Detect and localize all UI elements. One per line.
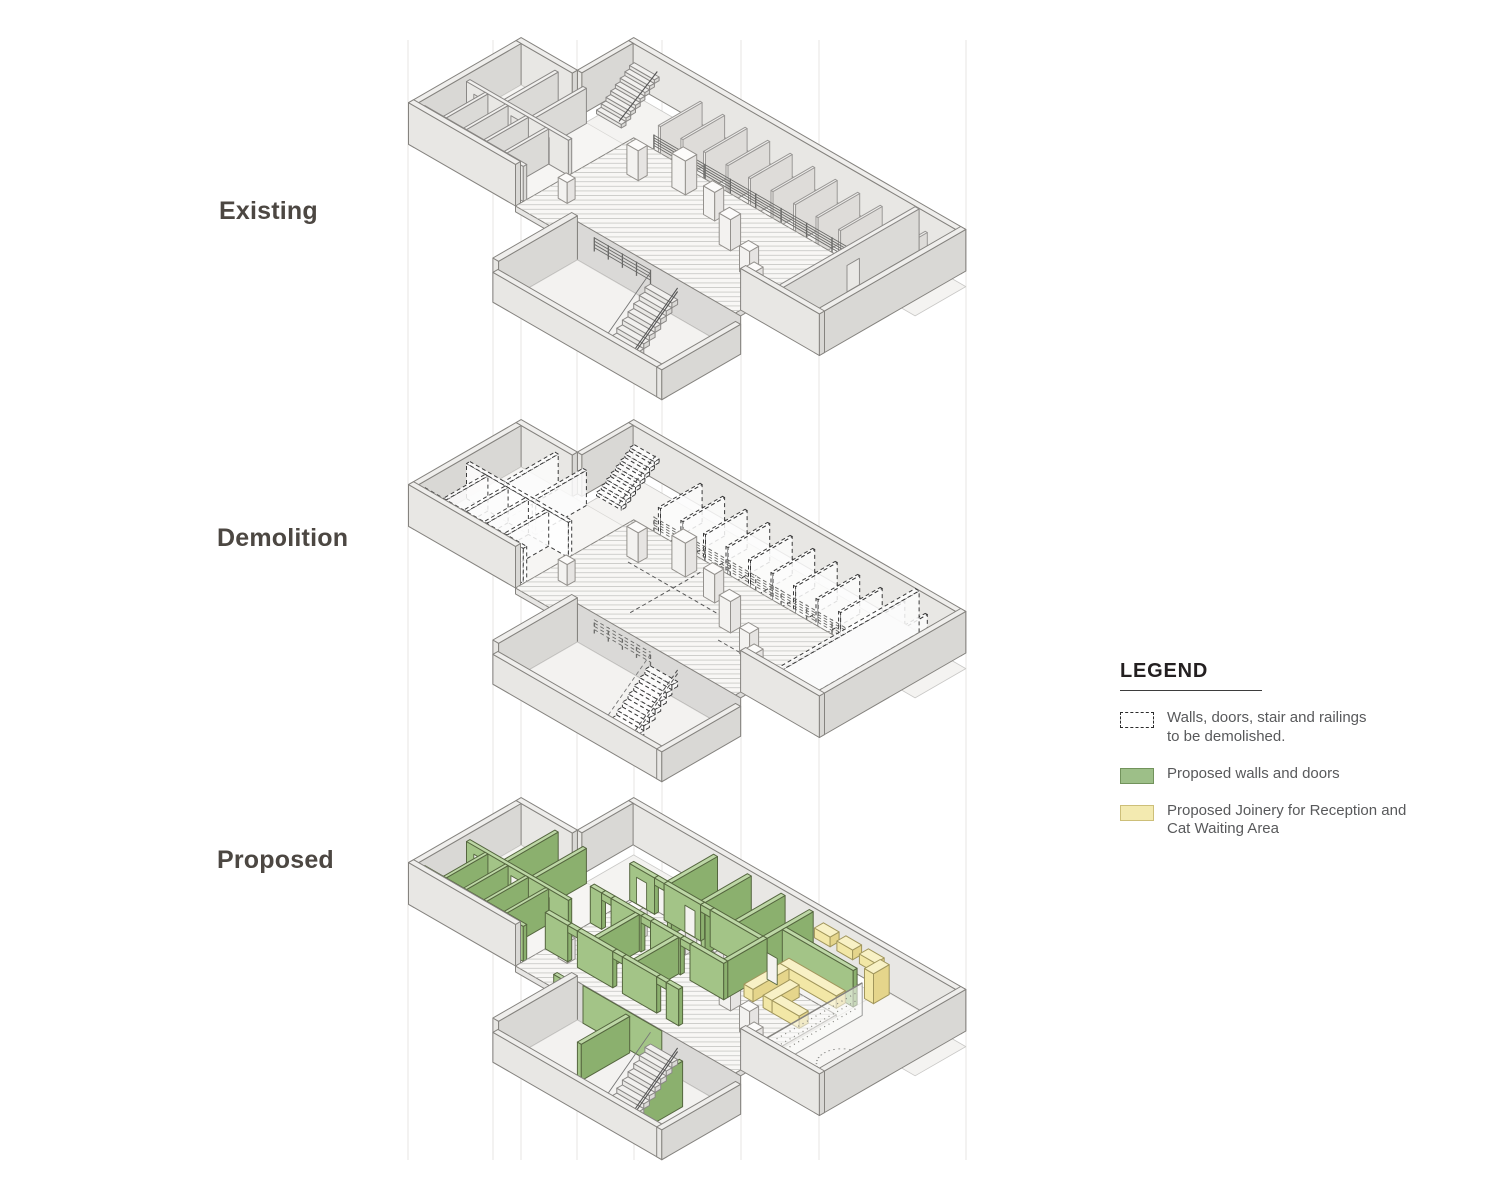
axon-existing bbox=[408, 37, 967, 401]
axon-demolition bbox=[408, 419, 967, 783]
legend-item-joinery-line1: Proposed Joinery for Reception and bbox=[1167, 801, 1407, 819]
legend-item-proposed-walls-line1: Proposed walls and doors bbox=[1167, 764, 1340, 782]
proposed-walls-swatch bbox=[1120, 767, 1154, 784]
legend-item-demolished-line1: Walls, doors, stair and railings bbox=[1167, 709, 1367, 726]
legend: LEGEND Walls, doors, stair and railings … bbox=[1120, 660, 1420, 839]
axon-proposed bbox=[408, 797, 967, 1161]
legend-item-demolished-line2: to be demolished. bbox=[1167, 727, 1286, 745]
legend-item-demolished: Walls, doors, stair and railings to be d… bbox=[1120, 709, 1420, 747]
legend-title-underline bbox=[1120, 690, 1262, 691]
demolished-dashed-swatch bbox=[1120, 712, 1154, 728]
legend-item-joinery: Proposed Joinery for Reception and Cat W… bbox=[1120, 802, 1420, 840]
level-label-existing: Existing bbox=[219, 197, 318, 225]
level-label-proposed: Proposed bbox=[217, 846, 334, 874]
legend-item-proposed-walls: Proposed walls and doors bbox=[1120, 765, 1420, 784]
legend-title: LEGEND bbox=[1120, 660, 1209, 682]
legend-item-joinery-line2: Cat Waiting Area bbox=[1167, 820, 1279, 838]
joinery-swatch bbox=[1120, 804, 1154, 821]
level-label-demolition: Demolition bbox=[217, 524, 349, 552]
